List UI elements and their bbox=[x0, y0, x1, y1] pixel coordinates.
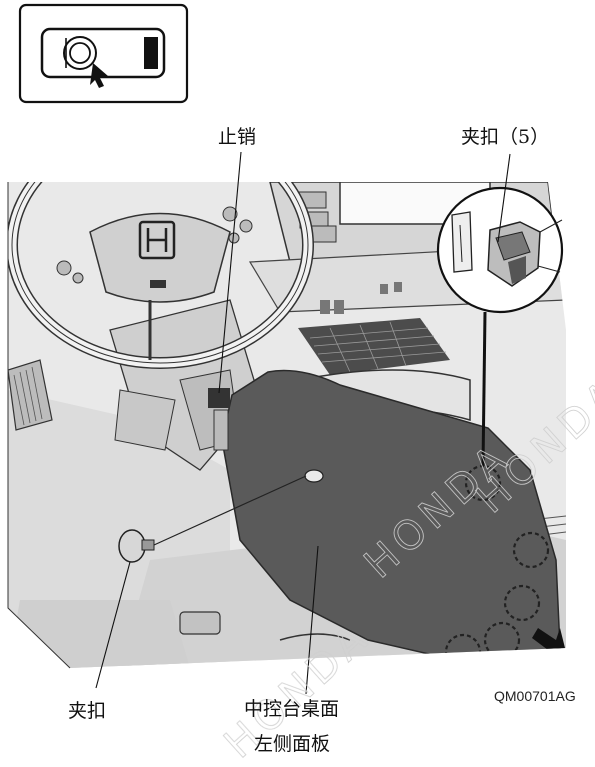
steering-wheel bbox=[8, 182, 314, 369]
leader-lines bbox=[95, 151, 511, 695]
label-clip: 夹扣 bbox=[68, 700, 107, 722]
label-stop-pin: 止销 bbox=[218, 126, 257, 148]
figure-code: QM00701AG bbox=[494, 688, 576, 704]
console-left-panel bbox=[221, 369, 561, 668]
label-console-panel-line1: 中控台桌面 bbox=[244, 698, 340, 720]
clip-detail-magnifier bbox=[436, 186, 564, 467]
label-console-panel-line2: 左侧面板 bbox=[254, 733, 331, 755]
label-clip-5: 夹扣（5） bbox=[461, 126, 550, 148]
push-clip-icon bbox=[118, 475, 307, 563]
location-icon-box bbox=[18, 3, 189, 104]
